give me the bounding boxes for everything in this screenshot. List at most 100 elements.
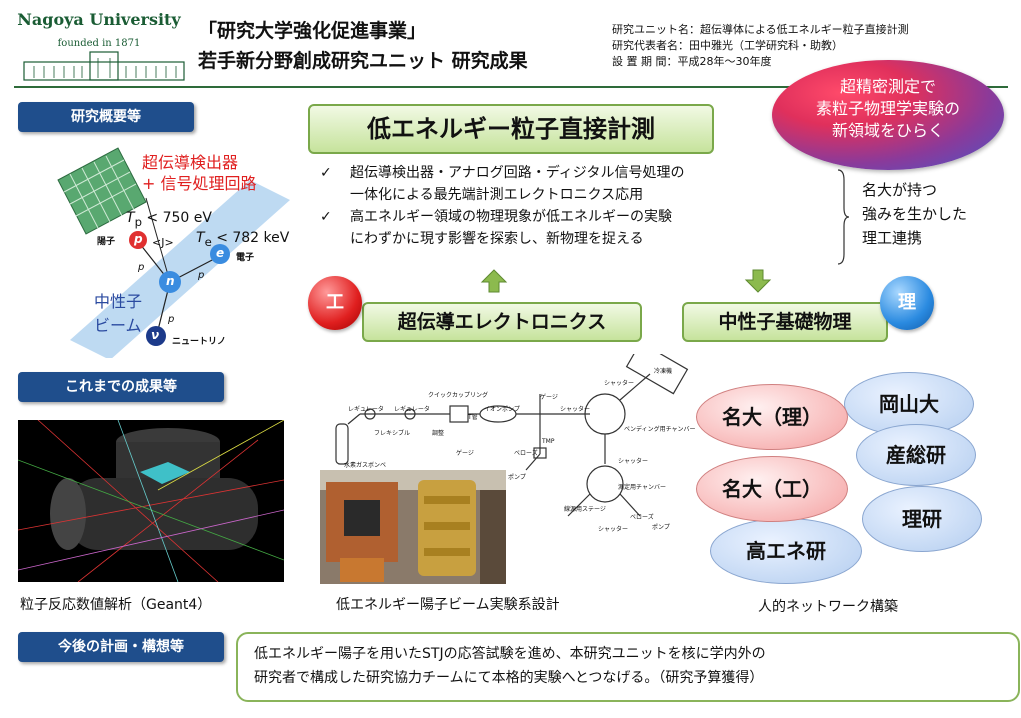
section-results-label: これまでの成果等 [18, 372, 224, 402]
bullet1-line2: 一体化による最先端計測エレクトロニクス応用 [350, 187, 644, 203]
geant4-simulation-image [18, 420, 284, 582]
university-logo-name: Nagoya University [17, 10, 181, 29]
university-founded-text: founded in 1871 [57, 38, 141, 49]
pe-symbol: p [198, 270, 205, 281]
section-plans-label: 今後の計画・構想等 [18, 632, 224, 662]
proton-label: 陽子 [97, 237, 116, 247]
beam-label-line1: 中性子 [94, 292, 143, 311]
neutron-decay-diagram [57, 147, 290, 358]
label-shutter2: シャッター [604, 380, 635, 387]
label-tpiece: T管 [468, 414, 478, 421]
label-regulator2: レギュレータ [394, 406, 430, 413]
detector-label-line2: + 信号処理回路 [142, 174, 257, 193]
neutron-beam-band [70, 180, 290, 358]
collab-line2: 強みを生かした [862, 205, 968, 223]
plan-line2: 研究者で構成した研究協力チームにて本格的実験へとつなげる。（研究予算獲得） [254, 670, 764, 686]
network-nagoya-science: 名大（理） [696, 384, 848, 450]
bullet2-line2: にわずかに現す影響を探索し、新物理を捉える [350, 231, 644, 247]
tagline-line1: 超精密測定で [839, 77, 936, 96]
section-overview-label: 研究概要等 [18, 102, 194, 132]
apparatus-schematic [335, 354, 689, 517]
check-icon: ✓ [320, 209, 332, 225]
label-hydrogen: 水素ガスボンベ [344, 462, 387, 469]
bullet-text: 超伝導検出器・アナログ回路・ディジタル信号処理の 一体化による最先端計測エレクト… [350, 162, 684, 206]
arrow-down-icon [744, 269, 772, 293]
proton-symbol: p [134, 232, 143, 246]
pnu-symbol: p [168, 314, 175, 325]
label-gauge2: ゲージ [540, 394, 558, 401]
tagline-line2: 素粒子物理学実験の [815, 99, 960, 118]
bullet1-line1: 超伝導検出器・アナログ回路・ディジタル信号処理の [350, 165, 685, 181]
tp-symbol: T [126, 210, 135, 226]
proton-energy-label: Tp < 750 eV [126, 210, 212, 229]
label-regulator1: レギュレータ [348, 406, 384, 413]
label-valve: 調整 [432, 430, 445, 437]
tagline-badge: 超精密測定で 素粒子物理学実験の 新領域をひらく [772, 60, 1004, 170]
collab-line1: 名大が持つ [862, 181, 938, 199]
bullet-text: 高エネルギー領域の物理現象が低エネルギーの実験 にわずかに現す影響を探索し、新物… [350, 206, 672, 250]
simulation-render [18, 420, 284, 582]
bullet-item: ✓ 超伝導検出器・アナログ回路・ディジタル信号処理の 一体化による最先端計測エレ… [320, 162, 840, 206]
label-pump1: ポンプ [508, 474, 526, 481]
bullet-item: ✓ 高エネルギー領域の物理現象が低エネルギーの実験 にわずかに現す影響を探索し、… [320, 206, 840, 250]
label-flexible: フレキシブル [374, 430, 411, 437]
future-plan-box: 低エネルギー陽子を用いたSTJの応答試験を進め、本研究ユニットを核に学内外の 研… [236, 632, 1020, 702]
apparatus-photo-render [320, 470, 506, 584]
electron-ball [210, 244, 230, 264]
neutrino-symbol: ν [151, 328, 160, 342]
beam-label-line2: ビーム [94, 316, 142, 335]
neutron-ball [159, 271, 181, 293]
main-title-line1: 「研究大学強化促進事業」 [198, 20, 427, 42]
engineering-ball: 工 [308, 276, 362, 330]
caption-simulation: 粒子反応数値解析（Geant4） [20, 597, 212, 613]
label-ion-source: イオンポンプ [484, 406, 520, 413]
university-building-icon [23, 51, 185, 81]
unit-info: 研究ユニット名：超伝導体による低エネルギー粒子直接計測 研究代表者名：田中雅光（… [612, 22, 909, 70]
check-icon: ✓ [320, 165, 332, 181]
label-shutter4: シャッター [598, 526, 629, 533]
label-chamber1: ベンディング用チャンバー [624, 426, 696, 433]
tagline-line3: 新領域をひらく [831, 121, 944, 140]
network-kek: 高エネ研 [710, 518, 862, 584]
research-bullets: ✓ 超伝導検出器・アナログ回路・ディジタル信号処理の 一体化による最先端計測エレ… [320, 162, 840, 250]
collab-line3: 理工連携 [862, 229, 923, 247]
pp-label: p [138, 262, 144, 273]
te-symbol: T [196, 230, 205, 246]
neutrino-label: ニュートリノ [172, 337, 227, 347]
unit-name: 研究ユニット名：超伝導体による低エネルギー粒子直接計測 [612, 23, 909, 36]
label-coupling: クイックカップリング [428, 392, 489, 399]
label-shutter3: シャッター [618, 458, 649, 465]
proton-ball [129, 231, 147, 249]
tag-neutron-physics: 中性子基礎物理 [682, 302, 888, 342]
pe-label: p [198, 270, 204, 281]
unit-period: 設 置 期 間：平成28年～30年度 [612, 55, 772, 68]
main-title-line2: 若手新分野創成研究ユニット 研究成果 [198, 50, 528, 72]
pp-symbol: p [138, 262, 145, 273]
network-nagoya-engineering: 名大（工） [696, 456, 848, 522]
apparatus-photo [320, 470, 506, 584]
arrow-up-icon [480, 269, 508, 293]
label-cryo: 冷凍機 [654, 368, 673, 375]
unit-representative: 研究代表者名：田中雅光（工学研究科・助教） [612, 39, 843, 52]
label-shutter1: シャッター [560, 406, 591, 413]
label-gauge1: ゲージ [456, 450, 474, 457]
te-value: < 782 keV [216, 230, 290, 246]
network-aist: 産総研 [856, 424, 976, 486]
science-ball: 理 [880, 276, 934, 330]
caption-apparatus: 低エネルギー陽子ビーム実験系設計 [336, 597, 560, 613]
detector-grid [63, 155, 137, 229]
plan-line1: 低エネルギー陽子を用いたSTJの応答試験を進め、本研究ユニットを核に学内外の [254, 646, 766, 662]
detector-label: 超伝導検出器 + 信号処理回路 [142, 152, 257, 194]
label-pump2: ポンプ [652, 524, 670, 531]
spin-arrow [145, 197, 171, 283]
beam-label: 中性子 ビーム [94, 290, 142, 338]
header-divider [14, 86, 1008, 88]
detector-label-line1: 超伝導検出器 [142, 153, 239, 172]
right-brace-icon [837, 169, 850, 265]
bullet2-line1: 高エネルギー領域の物理現象が低エネルギーの実験 [350, 209, 672, 225]
label-bellows2: ベローズ [630, 514, 654, 521]
tp-value: < 750 eV [146, 210, 212, 226]
spin-label: <J> [152, 236, 174, 249]
electron-symbol: e [216, 246, 225, 260]
pnu-label: p [168, 314, 174, 325]
